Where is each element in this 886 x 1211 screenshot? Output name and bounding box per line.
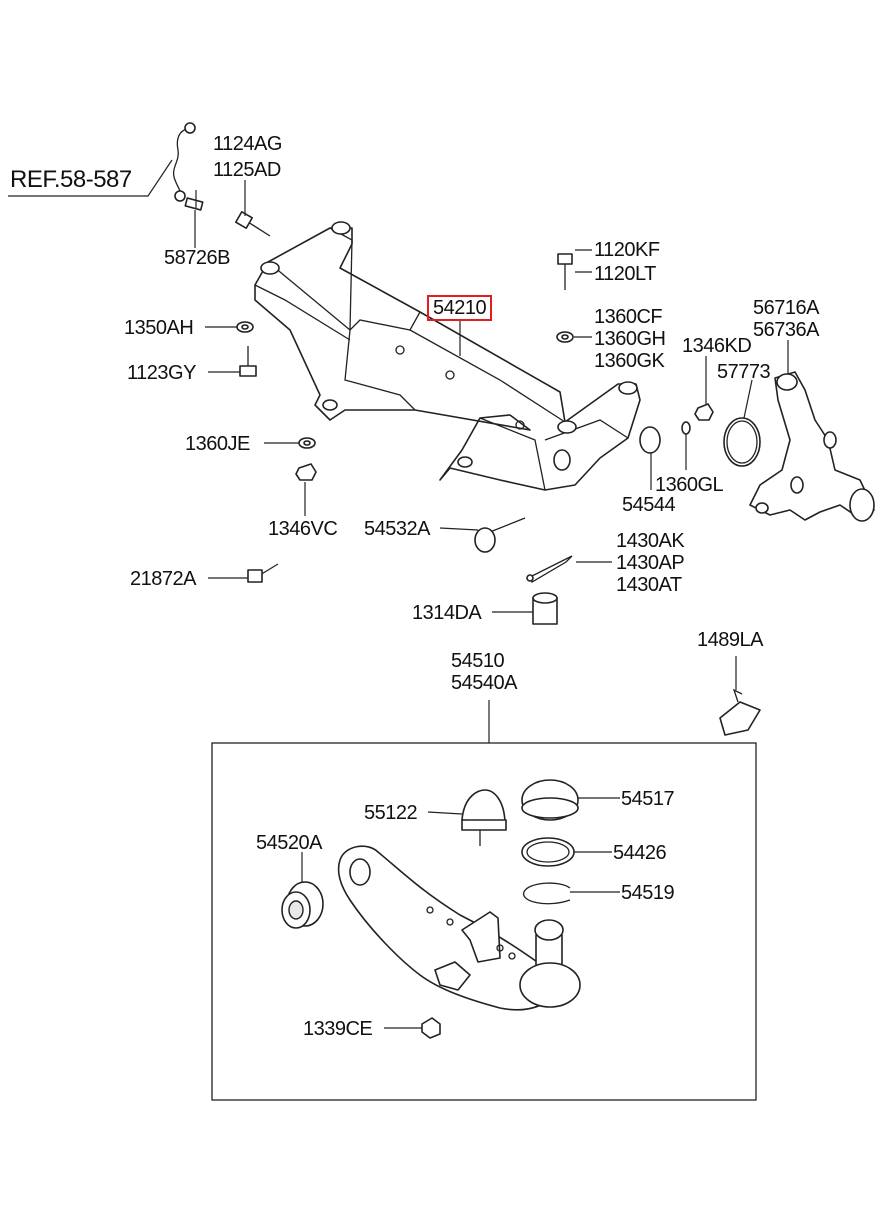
label-1489LA: 1489LA xyxy=(697,629,763,651)
washer-1360je-part xyxy=(298,437,316,449)
label-1125AD: 1125AD xyxy=(213,159,281,181)
bolt-1124ag-part xyxy=(235,211,271,237)
ring-57773-part xyxy=(723,417,761,467)
label-54210[interactable]: 54210 xyxy=(427,295,493,321)
label-1346KD: 1346KD xyxy=(682,335,752,357)
ball-joint-part xyxy=(519,919,581,1008)
label-1360GL: 1360GL xyxy=(655,474,724,496)
knuckle-56716a-part xyxy=(749,371,875,522)
label-1120KF: 1120KF xyxy=(594,239,660,261)
bolt-1123gy-part xyxy=(239,346,257,377)
bolt-1120kf-part xyxy=(557,253,573,290)
label-56736A: 56736A xyxy=(753,319,819,341)
bushing-54520a-part xyxy=(281,881,324,929)
label-58726B: 58726B xyxy=(164,247,230,269)
label-55122: 55122 xyxy=(364,802,418,824)
label-1339CE: 1339CE xyxy=(303,1018,373,1040)
snap-ring-54519-part xyxy=(523,882,571,905)
label-1360CF: 1360CF xyxy=(594,306,663,328)
label-1314DA: 1314DA xyxy=(412,602,482,624)
label-54540A: 54540A xyxy=(451,672,517,694)
label-54426: 54426 xyxy=(613,842,667,864)
ref-leader xyxy=(8,159,173,197)
label-57773: 57773 xyxy=(717,361,771,383)
label-1430AK-group: 1430AK 1430AP 1430AT xyxy=(616,530,685,596)
label-21872A: 21872A xyxy=(130,568,196,590)
label-1360GH: 1360GH xyxy=(594,328,666,350)
washer-1360cf-part xyxy=(556,331,574,343)
label-1346VC: 1346VC xyxy=(268,518,338,540)
label-54517: 54517 xyxy=(621,788,675,810)
nut-1346vc-part xyxy=(295,463,317,481)
label-1360JE: 1360JE xyxy=(185,433,250,455)
leader-lines xyxy=(194,180,789,1029)
label-56716A-56736A: 56716A 56736A xyxy=(753,297,819,341)
bump-stop-55122-part xyxy=(461,789,507,846)
label-54532A: 54532A xyxy=(364,518,430,540)
crossmember-54210-part xyxy=(254,221,641,491)
label-1124AG-1125AD: 1124AG 1125AD xyxy=(213,133,282,181)
brake-hose-part xyxy=(172,122,204,211)
lower-control-arm-54510-part xyxy=(337,845,556,1011)
label-54519: 54519 xyxy=(621,882,675,904)
nut-1339ce-part xyxy=(421,1017,441,1039)
castle-nut-1314da-part xyxy=(532,592,558,625)
label-1430AT: 1430AT xyxy=(616,574,682,596)
pin-54532a-part xyxy=(474,517,526,553)
label-1360GK: 1360GK xyxy=(594,350,665,372)
label-1124AG: 1124AG xyxy=(213,133,282,155)
cap-54544-part xyxy=(639,426,661,454)
label-1120LT: 1120LT xyxy=(594,263,656,285)
label-1430AP: 1430AP xyxy=(616,552,685,574)
washer-1360gl-part xyxy=(681,421,691,435)
bolt-21872a-part xyxy=(247,563,279,583)
label-54544: 54544 xyxy=(622,494,676,516)
label-1123GY: 1123GY xyxy=(127,362,196,384)
clip-1489la-part xyxy=(719,688,761,736)
label-54510: 54510 xyxy=(451,650,505,672)
label-56716A: 56716A xyxy=(753,297,819,319)
label-1430AK: 1430AK xyxy=(616,530,685,552)
nut-1346kd-part xyxy=(694,403,714,421)
label-1350AH: 1350AH xyxy=(124,317,194,339)
label-ref: REF.58-587 xyxy=(10,166,132,193)
label-54520A: 54520A xyxy=(256,832,322,854)
label-54510-54540A: 54510 54540A xyxy=(451,650,517,694)
ring-54426-part xyxy=(521,837,575,867)
cotter-pin-1430ak-part xyxy=(526,555,573,583)
control-arm-assembly-box xyxy=(211,700,757,1101)
label-1120KF-1120LT: 1120KF 1120LT xyxy=(594,239,660,285)
label-1360CF-group: 1360CF 1360GH 1360GK xyxy=(594,306,666,372)
dust-boot-54517-part xyxy=(521,779,579,821)
washer-1350ah-part xyxy=(236,321,254,333)
